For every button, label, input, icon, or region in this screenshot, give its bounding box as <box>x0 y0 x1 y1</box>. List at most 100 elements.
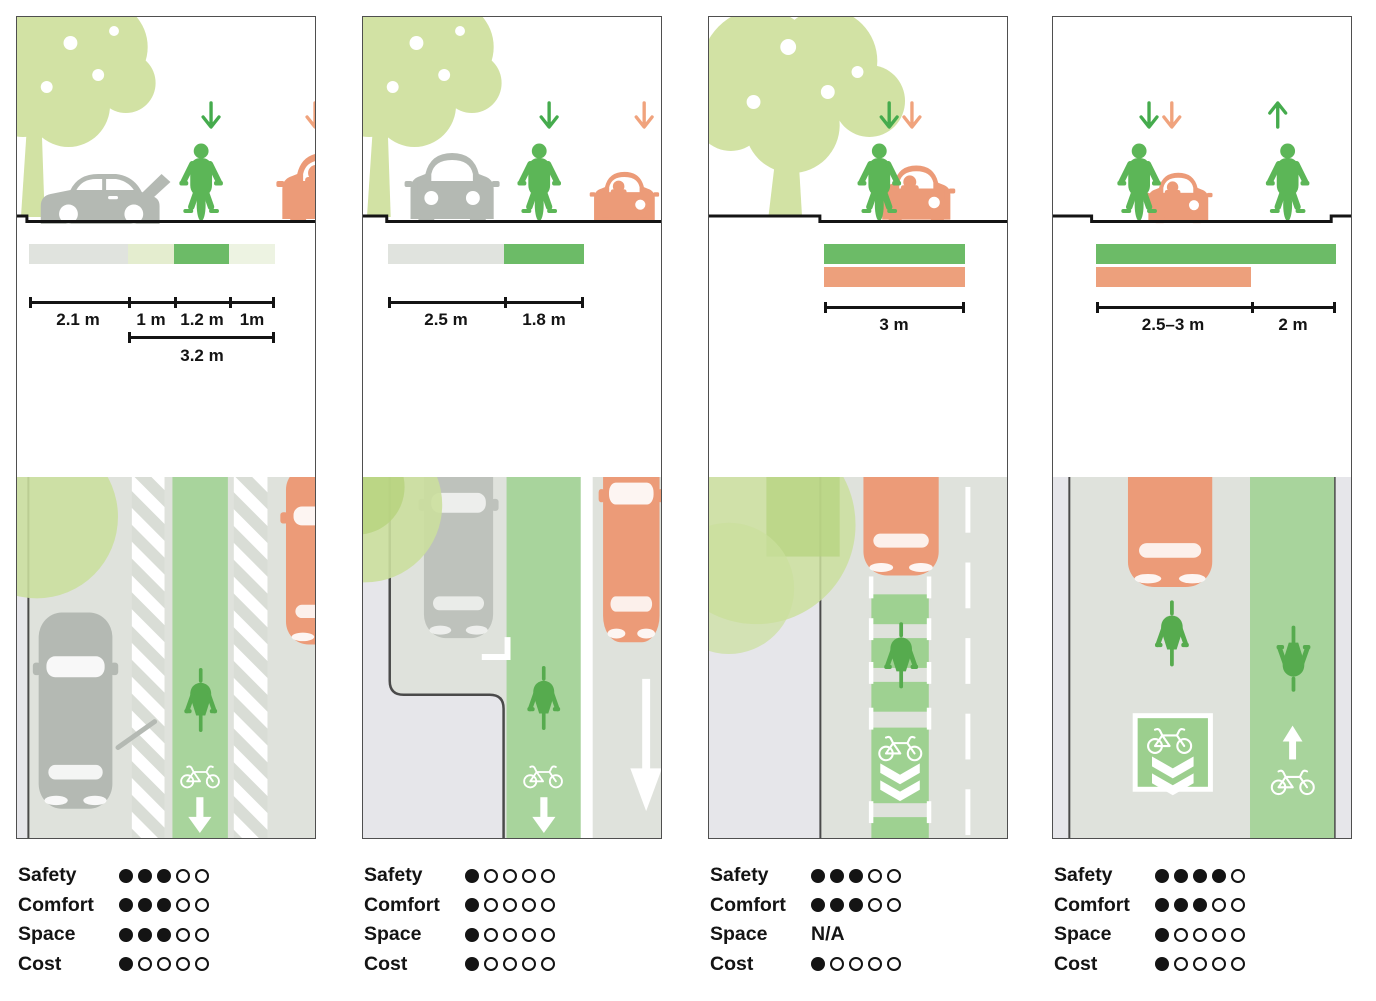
bike-lane-width-segment <box>504 244 584 264</box>
sidewalk-bulb-out <box>363 477 504 838</box>
rating-dots <box>119 868 209 883</box>
rating-dot <box>868 868 882 883</box>
rating-dot <box>465 898 479 913</box>
rating-row: Space N/A <box>710 920 1011 950</box>
dimension-line-total <box>128 332 275 343</box>
rating-dots <box>465 927 555 942</box>
car-direction-down-arrow-icon <box>305 101 315 129</box>
rating-dot <box>1231 868 1245 883</box>
plan-view <box>363 477 661 838</box>
rating-dot <box>541 957 555 972</box>
rating-label: Safety <box>1054 864 1113 887</box>
moving-car-top-icon <box>857 477 945 576</box>
rating-dot <box>1155 898 1169 913</box>
rating-dots <box>1155 927 1245 942</box>
tree-canopy <box>766 477 840 557</box>
rating-dot <box>1231 898 1245 913</box>
sidewalk <box>1335 477 1351 838</box>
rating-dots <box>811 957 901 972</box>
rating-dot <box>830 898 844 913</box>
cross-section-view <box>17 17 315 247</box>
rating-dot <box>484 927 498 942</box>
rating-label: Safety <box>18 864 77 887</box>
rating-dot <box>195 868 209 883</box>
rating-dot <box>138 957 152 972</box>
rating-dot <box>1174 868 1188 883</box>
oncoming-car-icon <box>276 153 315 223</box>
rating-dot <box>1212 927 1226 942</box>
bike-direction-down-arrow-icon <box>539 101 559 129</box>
rating-dot <box>119 957 133 972</box>
oncoming-car-icon <box>589 171 660 223</box>
sharrow-box <box>1132 713 1213 796</box>
rating-dot <box>849 868 863 883</box>
rating-dot <box>176 868 190 883</box>
rating-dot <box>522 898 536 913</box>
rating-row: Safety <box>18 861 319 891</box>
dimension-label: 1 m <box>136 310 166 329</box>
rating-dot <box>849 957 863 972</box>
car-direction-down-arrow-icon <box>902 101 922 129</box>
rating-dot <box>195 898 209 913</box>
rating-dot <box>811 898 825 913</box>
rating-dot <box>1174 898 1188 913</box>
rating-row: Cost <box>710 950 1011 980</box>
rating-dot <box>157 898 171 913</box>
rating-dot <box>830 957 844 972</box>
dimension-label-total: 3.2 m <box>180 346 224 365</box>
cross-section-view <box>363 17 661 247</box>
rating-dot <box>195 957 209 972</box>
dimension-label: 1m <box>239 310 265 329</box>
lane-edge-line <box>580 477 593 838</box>
rating-dot <box>503 898 517 913</box>
rating-dots <box>465 898 555 913</box>
width-bar <box>29 244 275 264</box>
plan-view <box>709 477 1007 838</box>
rating-dot <box>522 868 536 883</box>
rating-label: Safety <box>710 864 769 887</box>
rating-dot <box>868 898 882 913</box>
ground-line <box>363 214 661 223</box>
rating-dot <box>849 898 863 913</box>
panel-buffered-bike-lane: 2.1 m 1 m 1.2 m 1m 3.2 m <box>16 0 317 1001</box>
rating-dot <box>541 868 555 883</box>
width-bar <box>824 244 965 264</box>
rating-dot <box>138 927 152 942</box>
rating-row: Cost <box>1054 950 1355 980</box>
rating-dot <box>465 927 479 942</box>
rating-dot <box>484 868 498 883</box>
tree-canopy <box>17 477 118 599</box>
plan-view <box>1053 477 1351 838</box>
cyclist-icon <box>858 144 902 222</box>
rating-dot <box>176 957 190 972</box>
rating-dot <box>157 957 171 972</box>
rating-dots: N/A <box>811 923 845 946</box>
parking-width-segment <box>388 244 504 264</box>
rating-label: Space <box>18 923 76 946</box>
dimension-line <box>1096 302 1336 313</box>
rating-label: Comfort <box>710 893 786 916</box>
rating-row: Comfort <box>18 891 319 921</box>
ratings-block: Safety Comfort Space Cost <box>364 861 665 979</box>
rating-row: Safety <box>364 861 665 891</box>
rating-dots <box>465 868 555 883</box>
rating-dot <box>541 898 555 913</box>
rating-row: Cost <box>18 950 319 980</box>
painted-buffer-hatch <box>233 477 268 838</box>
ground-line <box>709 214 1007 223</box>
sidewalk <box>17 477 28 838</box>
rating-label: Cost <box>364 952 408 975</box>
panel-frame: 3 m <box>708 16 1008 839</box>
rating-label: Space <box>710 923 768 946</box>
rating-dots <box>811 898 901 913</box>
rating-dots <box>119 898 209 913</box>
rating-dot <box>119 898 133 913</box>
sidewalk <box>1053 477 1069 838</box>
dimension-line <box>29 297 275 308</box>
rating-row: Comfort <box>1054 891 1355 921</box>
rating-dot <box>522 927 536 942</box>
cross-section-view <box>709 17 1007 247</box>
buffer-width-segment <box>229 244 275 264</box>
parking-bay-marking <box>481 637 511 660</box>
dimension-label: 1.2 m <box>180 310 224 329</box>
